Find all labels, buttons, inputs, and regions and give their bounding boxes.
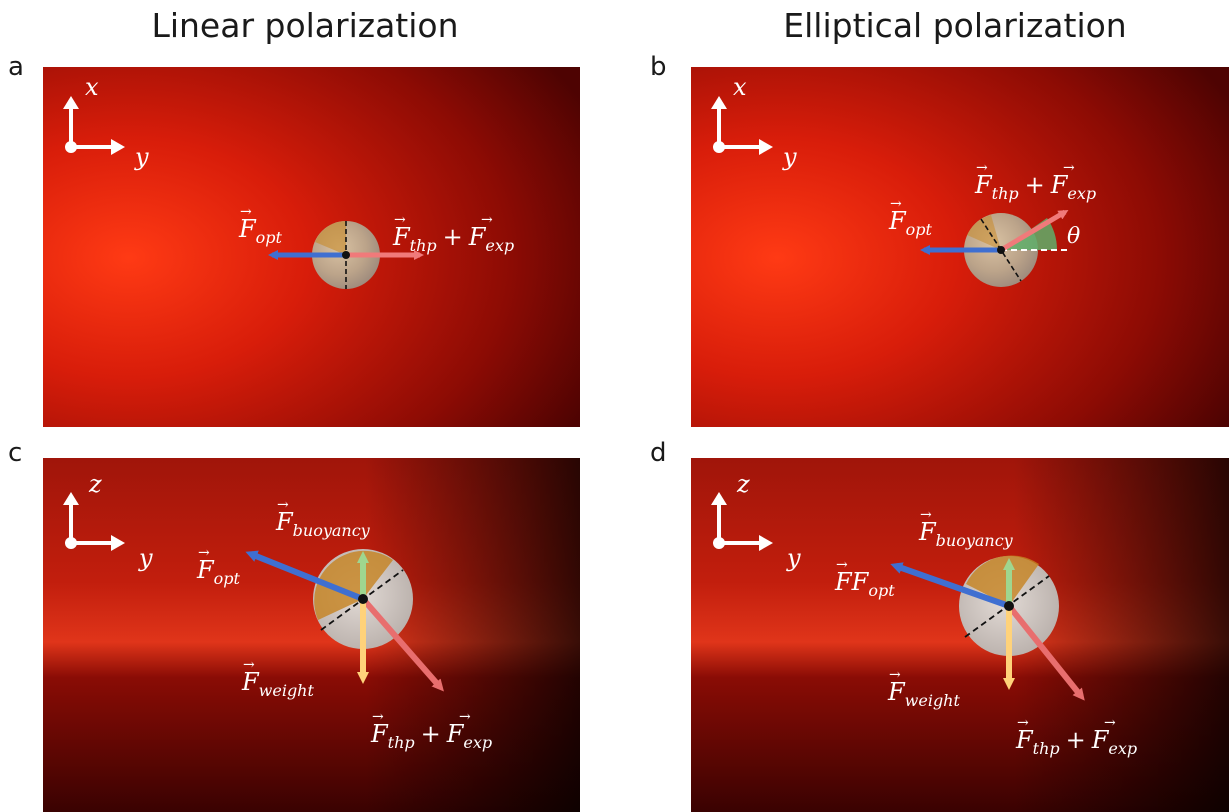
panel-letter-a: a	[8, 52, 24, 82]
axis-label-y: y	[134, 143, 149, 171]
panel-d-scene: z y Fbuoyancy → FFopt → Fweight → Fthp+F…	[691, 458, 1229, 812]
svg-text:Fweight: Fweight	[887, 678, 960, 710]
svg-text:→: →	[1063, 160, 1075, 176]
background-vignette	[691, 458, 1229, 812]
axes-indicator: z y	[711, 470, 801, 572]
label-f-opt: Fopt →	[196, 545, 241, 588]
panel-letter-b: b	[650, 52, 667, 82]
axis-label-x: x	[733, 73, 747, 101]
svg-text:Fopt: Fopt	[888, 207, 933, 239]
axes-indicator: z y	[63, 470, 153, 572]
svg-text:→: →	[481, 212, 493, 228]
particle-center	[1004, 601, 1014, 611]
laser-background	[691, 67, 1229, 427]
svg-text:Fthp+Fexp: Fthp+Fexp	[370, 720, 492, 752]
label-f-opt: Fopt →	[888, 196, 933, 239]
svg-text:→: →	[836, 557, 848, 573]
panel-letter-d: d	[650, 438, 667, 468]
particle-coating	[314, 550, 393, 620]
svg-text:Fthp+Fexp: Fthp+Fexp	[974, 171, 1096, 203]
label-f-buoyancy: Fbuoyancy →	[275, 497, 371, 540]
thermophoretic-force-arrow	[360, 597, 444, 692]
axis-label-y: y	[138, 544, 153, 572]
svg-text:→: →	[240, 204, 252, 220]
svg-text:→: →	[920, 507, 932, 523]
label-f-thp-plus-f-exp: Fthp+Fexp → →	[1015, 715, 1137, 758]
label-ff-opt: FFopt →	[834, 557, 895, 600]
axis-label-x: x	[85, 73, 99, 101]
panel-a: x y Fopt → Fthp+Fexp → →	[43, 67, 580, 427]
particle-coating	[967, 215, 1001, 250]
particle-center	[342, 251, 350, 259]
svg-text:→: →	[1017, 715, 1029, 731]
particle-center	[997, 246, 1005, 254]
svg-text:→: →	[1104, 715, 1116, 731]
particle-coating	[315, 221, 346, 255]
label-f-thp-plus-f-exp: Fthp+Fexp → →	[974, 160, 1096, 203]
panel-a-scene: x y Fopt → Fthp+Fexp → →	[43, 67, 580, 427]
panel-b-scene: x y Fopt → Fthp+Fexp → → θ	[691, 67, 1229, 427]
svg-text:Fopt: Fopt	[238, 215, 283, 247]
optical-force-arrow	[890, 562, 1011, 609]
panel-letter-c: c	[8, 438, 23, 468]
laser-background	[43, 67, 580, 427]
label-f-weight: Fweight →	[887, 667, 960, 710]
thermophoretic-force-arrow	[1006, 604, 1085, 701]
panel-c: z y Fbuoyancy → Fopt → Fweight → Fthp+Fe…	[43, 458, 580, 812]
particle-center	[358, 594, 368, 604]
panel-b: x y Fopt → Fthp+Fexp → → θ	[691, 67, 1229, 427]
angle-theta-label: θ	[1067, 224, 1080, 249]
svg-text:Fthp+Fexp: Fthp+Fexp	[392, 223, 514, 255]
axis-label-y: y	[782, 143, 797, 171]
axis-label-z: z	[88, 470, 102, 498]
svg-text:Fbuoyancy: Fbuoyancy	[275, 508, 371, 540]
svg-text:Fopt: Fopt	[196, 556, 241, 588]
label-f-thp-plus-f-exp: Fthp+Fexp → →	[370, 709, 492, 752]
axis-label-y: y	[786, 544, 801, 572]
axes-indicator: x y	[711, 73, 797, 171]
particle-coating	[966, 555, 1039, 606]
background-vignette	[43, 458, 580, 812]
label-f-weight: Fweight →	[241, 657, 314, 700]
svg-text:→: →	[372, 709, 384, 725]
panel-d: z y Fbuoyancy → FFopt → Fweight → Fthp+F…	[691, 458, 1229, 812]
svg-text:→: →	[198, 545, 210, 561]
svg-text:→: →	[976, 160, 988, 176]
svg-text:→: →	[243, 657, 255, 673]
svg-text:FFopt: FFopt	[834, 568, 895, 600]
optical-force-arrow	[245, 550, 365, 602]
thermophoretic-force-arrow	[999, 209, 1069, 253]
svg-text:Fbuoyancy: Fbuoyancy	[918, 518, 1014, 550]
svg-text:→: →	[459, 709, 471, 725]
svg-text:Fweight: Fweight	[241, 668, 314, 700]
axis-label-z: z	[736, 470, 750, 498]
svg-text:→: →	[890, 196, 902, 212]
svg-text:→: →	[889, 667, 901, 683]
elliptical-polarization-title: Elliptical polarization	[783, 6, 1127, 45]
label-f-opt: Fopt →	[238, 204, 283, 247]
svg-text:Fthp+Fexp: Fthp+Fexp	[1015, 726, 1137, 758]
svg-text:→: →	[277, 497, 289, 513]
svg-text:→: →	[394, 212, 406, 228]
axes-indicator: x y	[63, 73, 149, 171]
label-f-thp-plus-f-exp: Fthp+Fexp → →	[392, 212, 514, 255]
linear-polarization-title: Linear polarization	[151, 6, 459, 45]
label-f-buoyancy: Fbuoyancy →	[918, 507, 1014, 550]
panel-c-scene: z y Fbuoyancy → Fopt → Fweight → Fthp+Fe…	[43, 458, 580, 812]
